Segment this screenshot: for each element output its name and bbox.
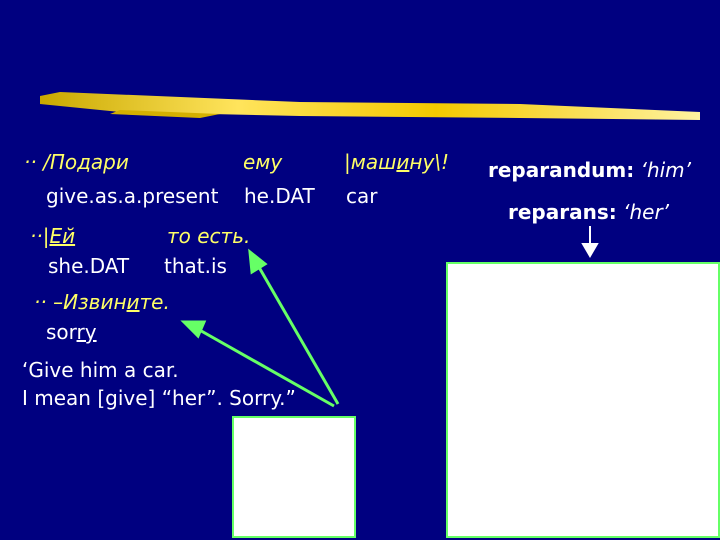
down-arrow (581, 226, 599, 258)
word-mashinu: |машину\! (344, 150, 449, 174)
word-to-est: то есть. (167, 224, 251, 248)
sorry-part-b: ry (76, 320, 97, 344)
reparandum-box (232, 416, 356, 538)
arrow-to-to-est (254, 261, 340, 405)
russian-line-2: ··|Ей (30, 224, 75, 248)
gloss-car: car (346, 184, 378, 208)
arrow-head-2 (180, 320, 207, 339)
gloss-he-dat: he.DAT (244, 184, 315, 208)
reparans-legend: reparans: ‘her’ (508, 200, 669, 224)
mashinu-part-a: |маш (344, 150, 397, 174)
word-podari: Подари (49, 150, 129, 174)
arrow-head-1 (248, 248, 268, 275)
reparans-box (446, 262, 720, 538)
russian-line-1: ·· /Подари (24, 150, 129, 174)
arrow-to-izvinite (195, 326, 335, 408)
line1-prefix: ·· / (24, 150, 50, 174)
green-arrows (180, 248, 340, 408)
mashinu-part-c: ну\! (409, 150, 450, 174)
mashinu-stress: и (396, 150, 410, 174)
reparans-value: ‘her’ (616, 200, 670, 224)
word-emu: ему (243, 150, 283, 174)
gloss-that-is: that.is (164, 254, 227, 278)
izvinite-stress: и (126, 290, 140, 314)
gloss-sorry: sorry (46, 320, 97, 344)
reparandum-label: reparandum: (488, 158, 635, 182)
reparandum-value: ‘him’ (634, 158, 692, 182)
izvinite-part-a: ·· –Извин (34, 290, 127, 314)
sorry-part-a: sor (46, 320, 77, 344)
izvinite-part-c: те. (139, 290, 170, 314)
translation-line-1: ‘Give him a car. (22, 358, 179, 382)
translation-line-2: I mean [give] “her”. Sorry.” (22, 386, 296, 410)
gloss-she-dat: she.DAT (48, 254, 130, 278)
russian-line-3: ·· –Извините. (34, 290, 170, 314)
reparans-label: reparans: (508, 200, 617, 224)
gloss-give: give.as.a.present (46, 184, 219, 208)
word-ej: Ей (49, 224, 76, 248)
line2-prefix: ··| (30, 224, 50, 248)
reparandum-legend: reparandum: ‘him’ (488, 158, 691, 182)
